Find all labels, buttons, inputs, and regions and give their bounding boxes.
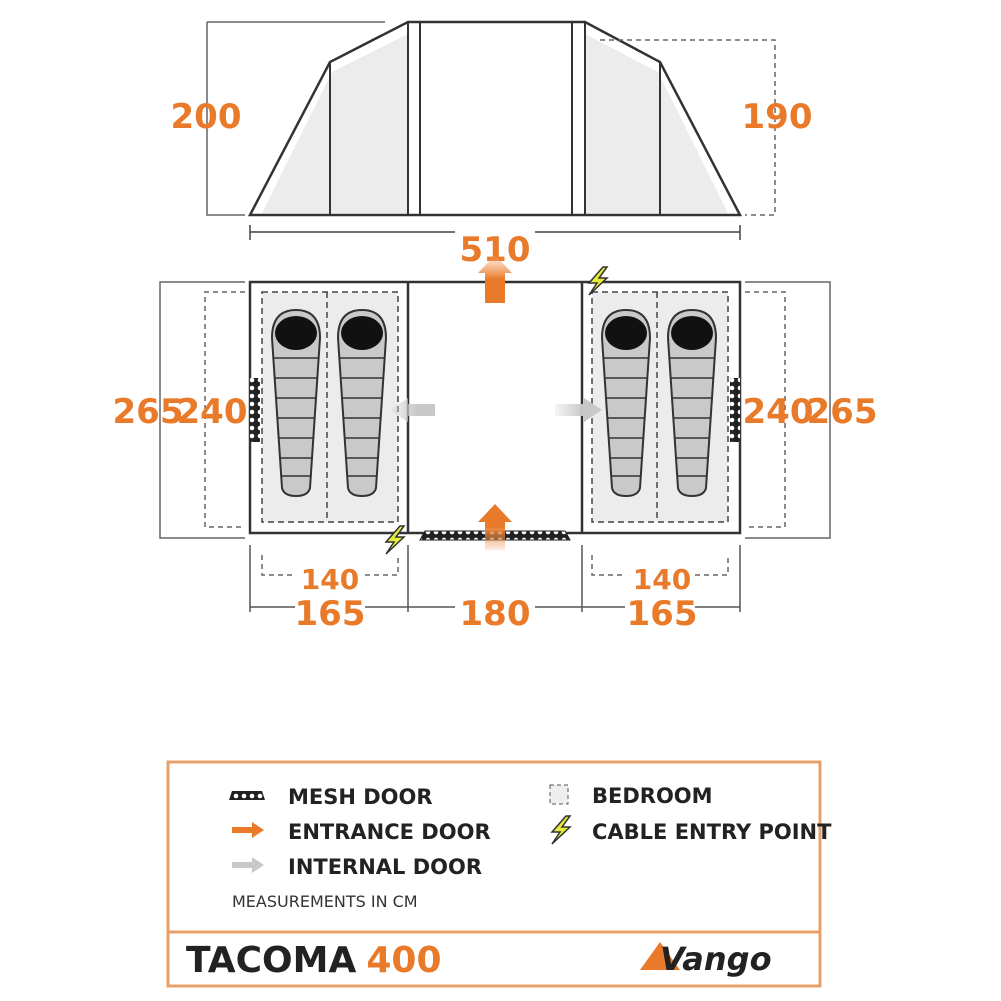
bedroom-icon (549, 784, 569, 805)
left-bedroom (261, 291, 399, 523)
left-bedroom-depth: 240 (177, 392, 248, 432)
internal-arrow-icon (390, 398, 435, 422)
left-mesh-window (250, 378, 260, 442)
right-bedroom-depth: 240 (743, 392, 814, 432)
right-bedroom-width: 140 (633, 563, 691, 596)
brand-name: Vango (660, 940, 772, 978)
legend-mesh-door: MESH DOOR (288, 785, 433, 809)
entrance-arrow-icon (478, 255, 512, 303)
mesh-door-icon (229, 791, 265, 800)
center-width: 180 (460, 594, 531, 634)
entrance-arrow-icon (232, 822, 264, 838)
left-width: 165 (295, 594, 366, 634)
elevation-left-height: 200 (171, 97, 242, 137)
right-bedroom (591, 291, 729, 523)
legend-entrance-door: ENTRANCE DOOR (288, 820, 491, 844)
elevation-right-height: 190 (742, 97, 813, 137)
product-model: 400 (366, 940, 441, 981)
right-outer-depth: 265 (807, 392, 878, 432)
product-name: TACOMA (186, 940, 356, 981)
floor-plan: 265 240 240 265 140 165 180 140 165 (113, 255, 878, 634)
legend-cable-entry: CABLE ENTRY POINT (592, 820, 832, 844)
internal-arrow-icon (232, 857, 264, 873)
legend-internal-door: INTERNAL DOOR (288, 855, 482, 879)
right-mesh-window (730, 378, 740, 442)
left-bedroom-width: 140 (301, 563, 359, 596)
legend: MESH DOOR ENTRANCE DOOR INTERNAL DOOR ME… (166, 760, 832, 988)
legend-bedroom: BEDROOM (592, 784, 713, 808)
measurements-note: MEASUREMENTS IN CM (232, 892, 418, 911)
entrance-arrow-icon (478, 504, 512, 550)
vango-logo: Vango (640, 940, 772, 978)
left-outer-depth: 265 (113, 392, 184, 432)
internal-arrow-icon (555, 398, 602, 422)
front-elevation: 200 190 510 (171, 20, 813, 270)
right-width: 165 (627, 594, 698, 634)
